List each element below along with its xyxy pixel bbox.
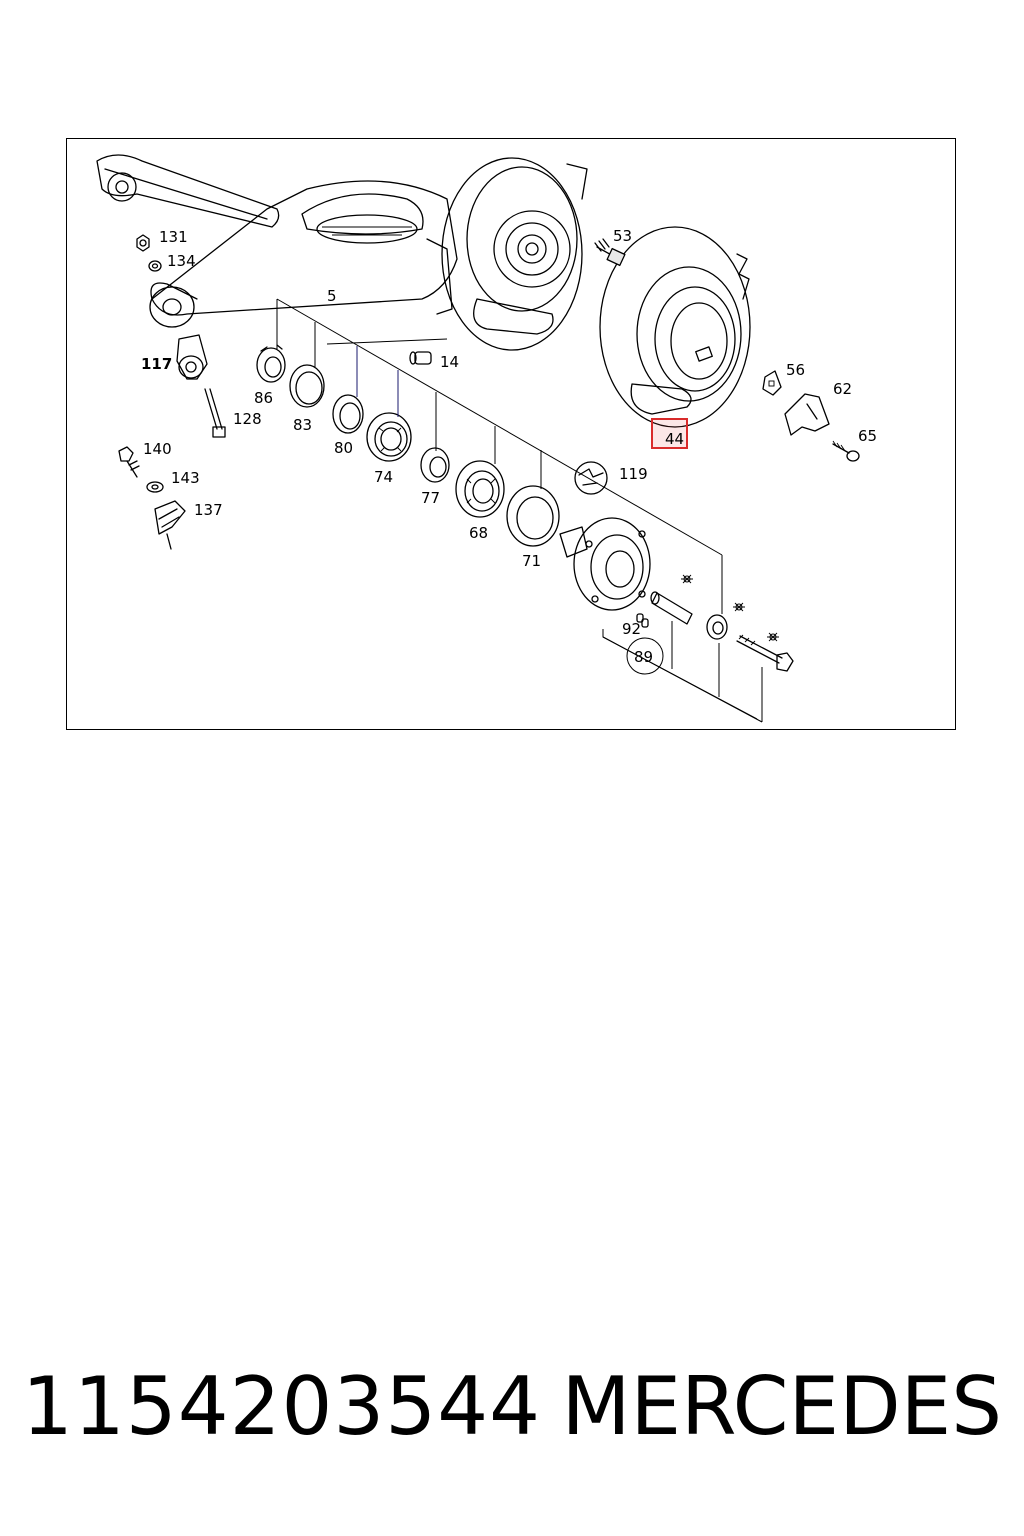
callout-74[interactable]: 74 <box>374 468 393 486</box>
callout-89[interactable]: 89 <box>634 648 653 666</box>
brake-disc-part-44-drawing <box>599 226 751 428</box>
pins-92-drawing <box>636 613 649 628</box>
callout-83[interactable]: 83 <box>293 416 312 434</box>
callout-140[interactable]: 140 <box>143 440 172 458</box>
callout-89-circle <box>626 637 664 675</box>
parts-diagram-frame: 131 134 5 117 86 83 80 74 77 68 71 14 53… <box>66 138 956 730</box>
bolt-lower-drawing <box>736 634 794 672</box>
reference-marks <box>681 574 779 642</box>
callout-labels: 131 134 5 117 86 83 80 74 77 68 71 14 53… <box>141 227 877 666</box>
exploded-parts-diagram: 131 134 5 117 86 83 80 74 77 68 71 14 53… <box>96 154 877 723</box>
steering-knuckle-drawing <box>441 157 588 351</box>
seal-71-drawing <box>506 485 560 547</box>
ring-80-drawing <box>332 394 364 434</box>
bolt-53-drawing <box>594 238 626 267</box>
callout-86[interactable]: 86 <box>254 389 273 407</box>
callout-14[interactable]: 14 <box>440 353 459 371</box>
ring-86-drawing <box>256 344 286 383</box>
nut-119-drawing <box>574 461 608 495</box>
callout-65[interactable]: 65 <box>858 427 877 445</box>
callout-56[interactable]: 56 <box>786 361 805 379</box>
callout-137[interactable]: 137 <box>194 501 223 519</box>
callout-143[interactable]: 143 <box>171 469 200 487</box>
screw-140-drawing <box>118 446 140 478</box>
callout-131[interactable]: 131 <box>159 228 188 246</box>
control-arm-drawing <box>96 154 458 328</box>
washer-134-drawing <box>148 260 162 272</box>
callout-68[interactable]: 68 <box>469 524 488 542</box>
bushing-117-drawing <box>176 334 208 380</box>
callout-117[interactable]: 117 <box>141 355 172 373</box>
bearing-68-drawing <box>455 460 505 518</box>
part-number: 1154203544 <box>22 1360 541 1453</box>
wheel-hub-drawing <box>559 517 651 611</box>
callout-92[interactable]: 92 <box>622 620 641 638</box>
callout-44[interactable]: 44 <box>665 430 684 448</box>
footer: 1154203544 MERCEDES <box>0 1360 1024 1470</box>
highlight-box-44 <box>651 418 688 449</box>
callout-53[interactable]: 53 <box>613 227 632 245</box>
bearing-74-drawing <box>366 412 412 462</box>
leader-lines <box>276 298 763 723</box>
callout-128[interactable]: 128 <box>233 410 262 428</box>
callout-71[interactable]: 71 <box>522 552 541 570</box>
clip-56-drawing <box>762 370 782 396</box>
brand-name: MERCEDES <box>561 1360 1002 1453</box>
part-14-drawing <box>409 351 432 365</box>
callout-77[interactable]: 77 <box>421 489 440 507</box>
bushing-drawing <box>706 614 728 640</box>
ring-77-drawing <box>420 447 450 483</box>
washer-143-drawing <box>146 481 164 493</box>
callout-62[interactable]: 62 <box>833 380 852 398</box>
seal-83-drawing <box>289 364 325 408</box>
callout-5[interactable]: 5 <box>327 287 337 305</box>
callout-119[interactable]: 119 <box>619 465 648 483</box>
sleeve-drawing <box>650 591 693 625</box>
callout-134[interactable]: 134 <box>167 252 196 270</box>
nut-131-drawing <box>136 234 150 252</box>
bracket-62-drawing <box>784 393 830 436</box>
bolt-65-drawing <box>832 440 860 462</box>
bolt-128-drawing <box>204 388 226 438</box>
clip-137-drawing <box>154 500 186 550</box>
callout-80[interactable]: 80 <box>334 439 353 457</box>
